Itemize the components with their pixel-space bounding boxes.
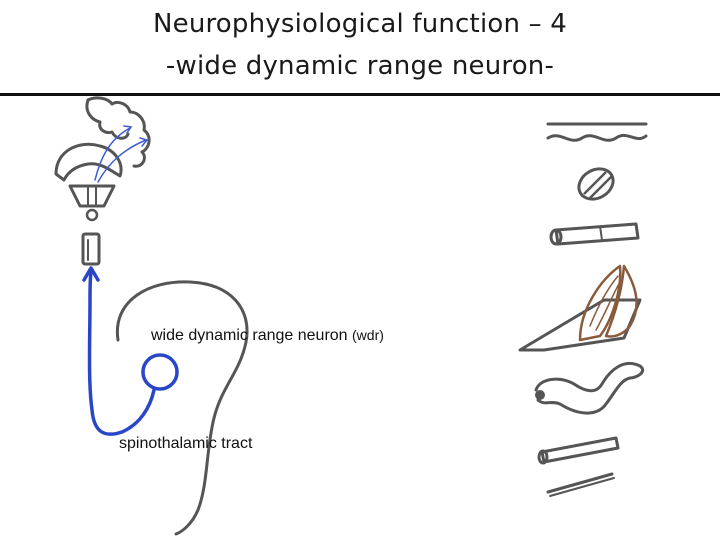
spinal-cord-outline	[115, 280, 249, 536]
brain-icon	[54, 96, 151, 266]
spinothalamic-pathway	[82, 266, 156, 436]
wdr-neuron-label-text: wide dynamic range neuron	[151, 327, 348, 344]
nerve-bundle-icon	[577, 167, 615, 201]
wdr-neuron	[141, 353, 179, 391]
skin-wave-icon	[546, 122, 648, 142]
muscle-icon	[518, 264, 642, 352]
gut-icon	[534, 361, 645, 415]
wdr-abbreviation: (wdr)	[352, 327, 384, 343]
slide-title-line-1: Neurophysiological function – 4	[152, 9, 568, 39]
tendon-icon	[546, 472, 615, 497]
title-divider	[0, 93, 720, 96]
spinothalamic-tract-label: spinothalamic tract	[119, 435, 253, 452]
wdr-neuron-label: wide dynamic range neuron (wdr)	[151, 327, 384, 345]
blood-vessel-icon	[549, 222, 640, 246]
slide-title-line-2: -wide dynamic range neuron-	[165, 51, 555, 81]
thalamocortical-arrows	[94, 125, 149, 183]
bone-icon	[537, 436, 620, 465]
